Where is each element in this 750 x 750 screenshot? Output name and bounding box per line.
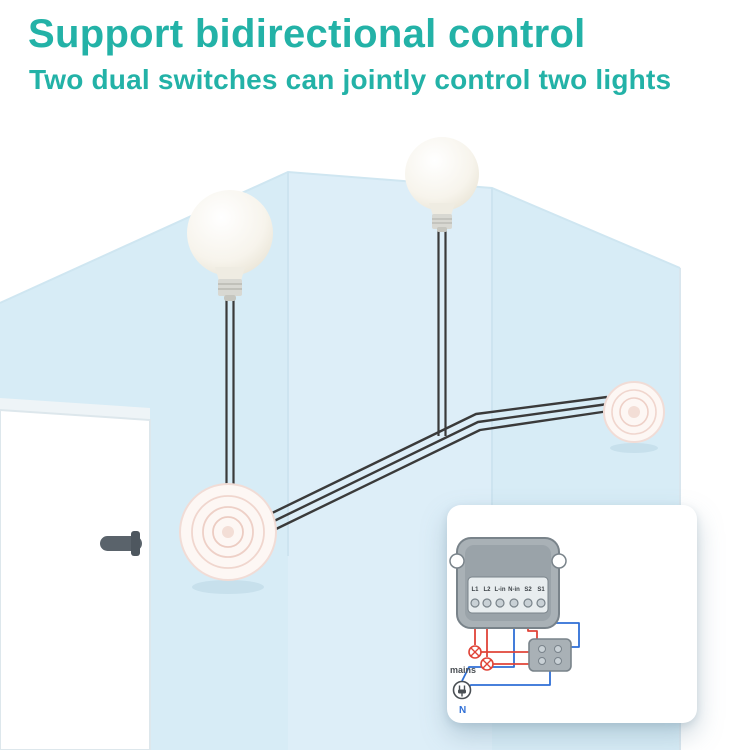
lamp-symbol-2 xyxy=(480,657,494,671)
bulb-screw-base xyxy=(432,214,452,229)
lamp-symbol-1 xyxy=(468,645,482,659)
wire-run xyxy=(269,395,610,532)
terminal-label-l2: L2 xyxy=(483,587,491,593)
neutral-label: N xyxy=(459,705,466,716)
ceiling-edge xyxy=(0,170,681,304)
wall-switch-right xyxy=(603,381,665,453)
terminal-label-s1: S1 xyxy=(537,587,545,593)
terminal-label-lin: L-in xyxy=(495,587,506,593)
page-title: Support bidirectional control xyxy=(28,12,586,56)
mains-label: mains xyxy=(450,665,476,675)
bulb-globe xyxy=(405,137,479,211)
light-bulb-left xyxy=(187,190,273,486)
wall-right-return xyxy=(680,268,750,750)
terminal-label-l1: L1 xyxy=(471,587,479,593)
terminal-label-s2: S2 xyxy=(524,587,532,593)
door xyxy=(0,398,151,750)
header: Support bidirectional control Two dual s… xyxy=(28,12,671,96)
bulb-screw-base xyxy=(218,279,242,296)
smart-module: L1 L2 L-in N-in S2 S1 xyxy=(449,537,567,629)
bulb-globe xyxy=(187,190,273,276)
wiring-diagram-panel: L1 L2 L-in N-in S2 S1 xyxy=(447,505,697,723)
wall-middle xyxy=(288,172,492,750)
terminal-label-nin: N-in xyxy=(508,587,520,593)
light-bulb-right xyxy=(405,137,479,436)
mains-icon xyxy=(452,680,472,700)
terminal-strip xyxy=(467,576,549,614)
companion-switch-module xyxy=(528,638,572,672)
page-subtitle: Two dual switches can jointly control tw… xyxy=(29,64,672,95)
wall-switch-left xyxy=(179,483,277,594)
